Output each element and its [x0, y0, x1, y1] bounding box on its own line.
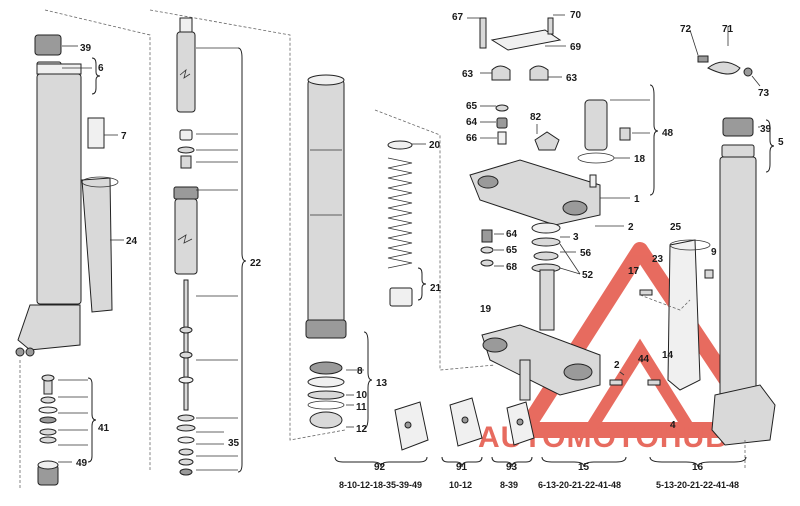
kit-93-contents: 8-39 [500, 480, 518, 490]
kit-15-contents: 6-13-20-21-22-41-48 [538, 480, 621, 490]
callout-73: 73 [758, 88, 770, 99]
callout-13: 13 [376, 378, 388, 389]
steering-stem-and-lower-clamp [480, 222, 601, 401]
callout-9: 9 [711, 247, 717, 258]
steering-leaders [467, 14, 775, 376]
kit-93: 93 8-39 [491, 401, 535, 490]
callout-35: 35 [228, 438, 240, 449]
left-fork-hardware-stack [19, 360, 59, 490]
kit-91-number: 91 [456, 462, 468, 473]
callout-25: 25 [670, 222, 682, 233]
kit-91: 91 10-12 [441, 397, 483, 490]
callout-5: 5 [778, 137, 784, 148]
callout-70: 70 [570, 10, 582, 21]
callout-14: 14 [662, 350, 674, 361]
callout-20: 20 [429, 140, 441, 151]
callout-71: 71 [722, 24, 734, 35]
callout-64-upper: 64 [466, 117, 478, 128]
callout-17: 17 [628, 266, 640, 277]
kit-16-contents: 5-13-20-21-22-41-48 [656, 480, 739, 490]
cartridge-leaders [196, 47, 247, 473]
callout-7: 7 [121, 131, 127, 142]
triple-clamp-upper [469, 99, 631, 226]
left-fork-outer-tube [15, 9, 151, 470]
callout-63-left: 63 [462, 69, 474, 80]
callout-65-lower: 65 [506, 245, 518, 256]
callout-41: 41 [98, 423, 110, 434]
callout-67: 67 [452, 12, 464, 23]
kit-92-number: 92 [374, 462, 386, 473]
callout-2-upper: 2 [628, 222, 634, 233]
callout-44: 44 [638, 354, 650, 365]
callout-39: 39 [80, 43, 92, 54]
kit-16: 16 5-13-20-21-22-41-48 [649, 456, 747, 490]
fork-spring [374, 109, 496, 371]
callout-82: 82 [530, 112, 542, 123]
callout-11: 11 [356, 402, 367, 413]
callout-49: 49 [76, 458, 88, 469]
callout-2-lower: 2 [614, 360, 620, 371]
kit-15: 15 6-13-20-21-22-41-48 [538, 456, 627, 490]
callout-64-lower: 64 [506, 229, 518, 240]
callout-72: 72 [680, 24, 692, 35]
callout-18: 18 [634, 154, 646, 165]
callout-68: 68 [506, 262, 518, 273]
callout-24: 24 [126, 236, 138, 247]
callout-3: 3 [573, 232, 579, 243]
handlebar-clamps [479, 17, 562, 151]
callout-1: 1 [634, 194, 640, 205]
callout-56: 56 [580, 248, 592, 259]
callout-39-right: 39 [760, 124, 772, 135]
callout-65-upper: 65 [466, 101, 478, 112]
callout-6: 6 [98, 63, 104, 74]
callout-63-right: 63 [566, 73, 578, 84]
callout-12: 12 [356, 424, 368, 435]
kit-15-number: 15 [578, 462, 590, 473]
callout-48: 48 [662, 128, 674, 139]
right-fork-outer-tube [711, 117, 776, 470]
damper-cartridge [149, 9, 346, 476]
callout-19: 19 [480, 304, 492, 315]
callout-52: 52 [582, 270, 594, 281]
cable-clip [697, 55, 753, 77]
kit-92: 92 8-10-12-18-35-39-49 [334, 401, 429, 490]
kit-93-number: 93 [506, 462, 518, 473]
kit-91-contents: 10-12 [449, 480, 472, 490]
callout-8: 8 [357, 366, 363, 377]
callout-69: 69 [570, 42, 582, 53]
callout-21: 21 [430, 283, 442, 294]
callout-23: 23 [652, 254, 664, 265]
callout-10: 10 [356, 390, 368, 401]
kit-16-number: 16 [692, 462, 704, 473]
callout-66: 66 [466, 133, 478, 144]
kit-92-contents: 8-10-12-18-35-39-49 [339, 480, 422, 490]
callout-22: 22 [250, 258, 262, 269]
brake-line-bracket [609, 239, 714, 391]
callout-4: 4 [670, 420, 676, 431]
inner-fork-tube [305, 74, 347, 429]
